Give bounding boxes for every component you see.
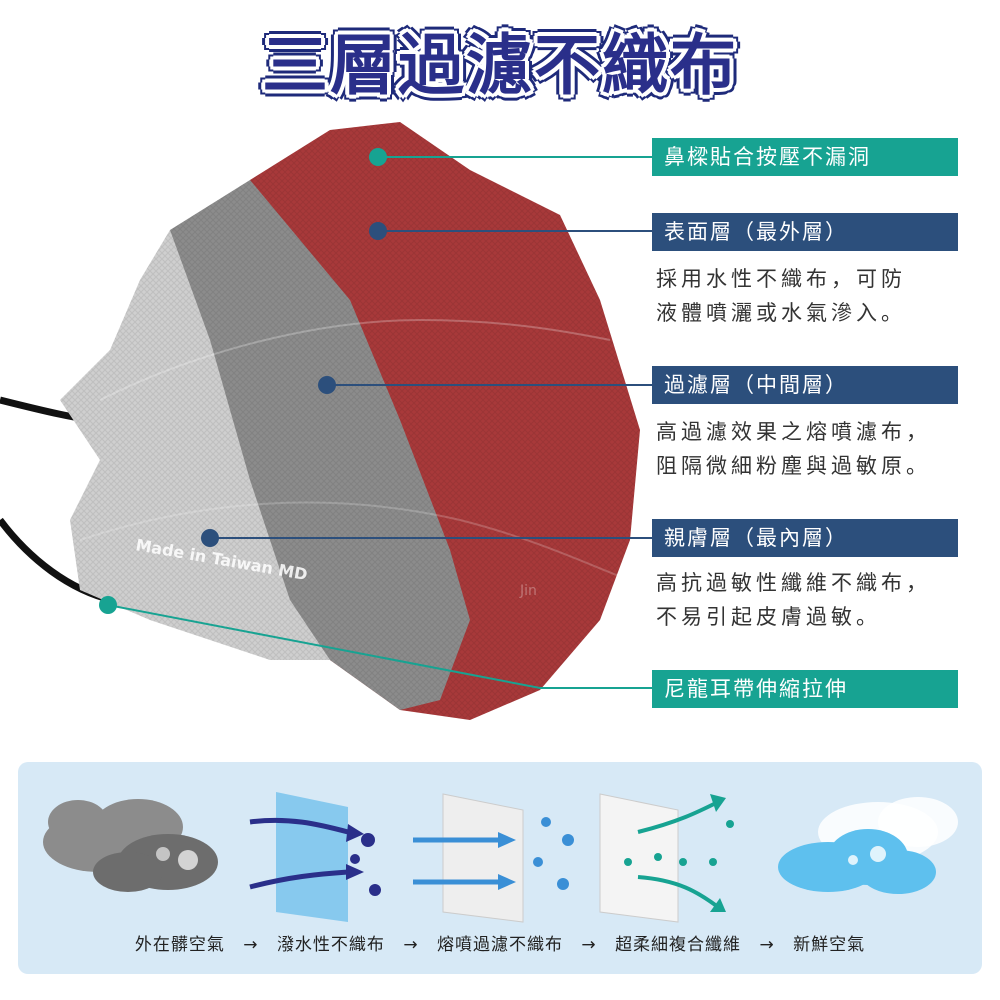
desc-middle-line-2: 阻隔微細粉塵與過敏原。 — [656, 454, 931, 478]
airflow-diagram — [43, 792, 958, 923]
flow-step-3: 熔噴過濾不織布 — [437, 935, 563, 955]
flow-step-2: 潑水性不織布 — [276, 935, 385, 955]
desc-middle-line-1: 高過濾效果之熔噴濾布， — [656, 420, 931, 444]
composite-fiber-layer-icon — [599, 793, 734, 923]
flow-arrow: → — [581, 935, 597, 955]
flow-step-4: 超柔細複合纖維 — [615, 935, 742, 955]
label-inner: 親膚層（最內層） — [652, 519, 958, 557]
desc-outer-line-2: 液體噴灑或水氣滲入。 — [656, 301, 906, 325]
dot-middle — [318, 376, 336, 394]
desc-middle: 高過濾效果之熔噴濾布， 阻隔微細粉塵與過敏原。 — [656, 415, 966, 483]
label-ear: 尼龍耳帶伸縮拉伸 — [652, 670, 958, 708]
label-middle: 過濾層（中間層） — [652, 366, 958, 404]
water-repellent-layer-icon — [249, 792, 381, 922]
dot-ear — [99, 596, 117, 614]
desc-outer: 採用水性不織布，可防 液體噴灑或水氣滲入。 — [656, 262, 966, 330]
flow-arrow: → — [403, 935, 419, 955]
flow-step-1: 外在髒空氣 — [134, 935, 225, 955]
page-title: 三層過濾不織布 — [262, 27, 738, 104]
meltblown-layer-icon — [413, 793, 574, 923]
fresh-cloud-icon — [778, 797, 958, 894]
flow-step-5: 新鮮空氣 — [793, 935, 866, 955]
mask-side-text: Jin — [519, 583, 537, 599]
airflow-caption: 外在髒空氣 → 潑水性不織布 → 熔噴過濾不織布 → 超柔細複合纖維 → 新鮮空… — [0, 930, 1000, 955]
flow-arrow: → — [243, 935, 259, 955]
dot-nose — [369, 148, 387, 166]
desc-inner-line-2: 不易引起皮膚過敏。 — [656, 605, 881, 629]
mask-illustration: Made in Taiwan MD Jin — [0, 122, 655, 720]
dot-outer — [369, 222, 387, 240]
desc-inner-line-1: 高抗過敏性纖維不織布， — [656, 571, 931, 595]
label-nose: 鼻樑貼合按壓不漏洞 — [652, 138, 958, 176]
dot-inner — [201, 529, 219, 547]
desc-outer-line-1: 採用水性不織布，可防 — [656, 267, 906, 291]
flow-arrow: → — [759, 935, 775, 955]
leader-line-ear — [107, 604, 655, 689]
label-outer: 表面層（最外層） — [652, 213, 958, 251]
desc-inner: 高抗過敏性纖維不織布， 不易引起皮膚過敏。 — [656, 566, 966, 634]
dirty-cloud-icon — [43, 799, 218, 892]
